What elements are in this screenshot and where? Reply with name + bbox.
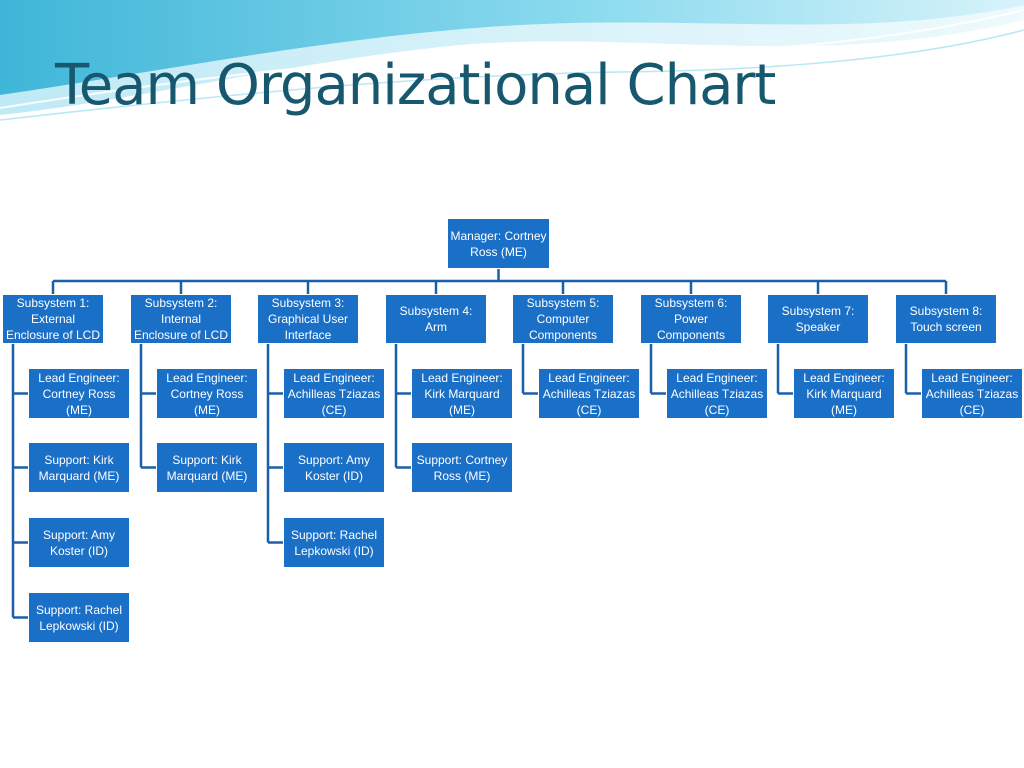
member-node-1-4: Support: Rachel Lepkowski (ID): [28, 592, 130, 643]
subsystem-node-2: Subsystem 2: Internal Enclosure of LCD: [130, 294, 232, 344]
member-node-3-1: Lead Engineer: Achilleas Tziazas (CE): [283, 368, 385, 419]
subsystem-node-6: Subsystem 6: Power Components: [640, 294, 742, 344]
subsystem-node-8: Subsystem 8: Touch screen: [895, 294, 997, 344]
member-node-1-2: Support: Kirk Marquard (ME): [28, 442, 130, 493]
member-node-8-1: Lead Engineer: Achilleas Tziazas (CE): [921, 368, 1023, 419]
member-node-3-2: Support: Amy Koster (ID): [283, 442, 385, 493]
subsystem-node-3: Subsystem 3: Graphical User Interface: [257, 294, 359, 344]
page-title: Team Organizational Chart: [55, 53, 776, 118]
manager-node: Manager: Cortney Ross (ME): [447, 218, 550, 269]
background-wave-decoration: [0, 0, 1024, 121]
member-node-2-2: Support: Kirk Marquard (ME): [156, 442, 258, 493]
subsystem-node-7: Subsystem 7: Speaker: [767, 294, 869, 344]
member-node-5-1: Lead Engineer: Achilleas Tziazas (CE): [538, 368, 640, 419]
subsystem-node-1: Subsystem 1: External Enclosure of LCD: [2, 294, 104, 344]
member-node-3-3: Support: Rachel Lepkowski (ID): [283, 517, 385, 568]
member-node-2-1: Lead Engineer: Cortney Ross (ME): [156, 368, 258, 419]
member-node-4-1: Lead Engineer: Kirk Marquard (ME): [411, 368, 513, 419]
member-node-7-1: Lead Engineer: Kirk Marquard (ME): [793, 368, 895, 419]
member-node-4-2: Support: Cortney Ross (ME): [411, 442, 513, 493]
subsystem-node-5: Subsystem 5: Computer Components: [512, 294, 614, 344]
member-node-1-3: Support: Amy Koster (ID): [28, 517, 130, 568]
subsystem-node-4: Subsystem 4: Arm: [385, 294, 487, 344]
member-node-1-1: Lead Engineer: Cortney Ross (ME): [28, 368, 130, 419]
member-node-6-1: Lead Engineer: Achilleas Tziazas (CE): [666, 368, 768, 419]
